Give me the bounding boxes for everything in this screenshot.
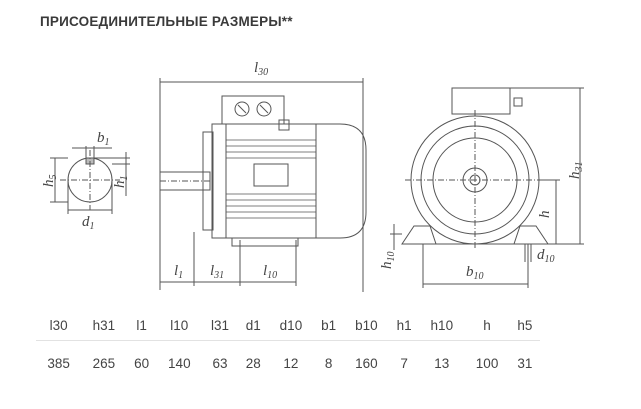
label-l10: l10 — [263, 263, 277, 281]
motor-front-view — [390, 87, 584, 288]
value-cell: 100 — [475, 355, 499, 371]
motor-dimension-drawing: b1 h5 h1 d1 l30 l1 l31 l10 h31 h h10 d10… — [41, 60, 585, 292]
label-h1: h1 — [112, 176, 130, 189]
label-d10: d10 — [537, 247, 555, 265]
header-cell: h5 — [509, 314, 540, 341]
shaft-section — [50, 146, 130, 214]
header-cell: h31 — [81, 314, 127, 341]
header-cell: h10 — [419, 314, 465, 341]
value-cell: 140 — [168, 355, 191, 371]
label-h10: h10 — [379, 252, 397, 270]
value-cell: 8 — [324, 355, 333, 371]
value-cell: 265 — [92, 355, 116, 371]
value-cell: 31 — [517, 355, 533, 371]
label-b1: b1 — [97, 130, 110, 148]
value-cell: 28 — [245, 355, 261, 371]
header-cell: h — [464, 314, 510, 341]
header-cell: h1 — [389, 314, 420, 341]
value-cell: 12 — [283, 355, 299, 371]
label-l31: l31 — [210, 263, 224, 281]
value-cell: 385 — [47, 355, 70, 371]
header-cell: l30 — [36, 314, 82, 341]
header-cell: b1 — [313, 314, 344, 341]
table-row: 385 265 60 140 63 28 12 8 160 7 13 100 3… — [36, 341, 540, 376]
dimensions-table: l30 h31 l1 l10 l31 d1 d10 b1 b10 h1 h10 … — [36, 314, 540, 375]
header-cell: l1 — [126, 314, 157, 341]
value-cell: 60 — [134, 355, 150, 371]
value-cell: 160 — [355, 355, 378, 371]
value-cell: 63 — [212, 355, 228, 371]
label-b10: b10 — [466, 264, 484, 282]
value-cell: 7 — [400, 355, 408, 371]
header-cell: b10 — [343, 314, 389, 341]
motor-side-view — [159, 78, 367, 292]
value-cell: 13 — [434, 355, 450, 371]
page-title: ПРИСОЕДИНИТЕЛЬНЫЕ РАЗМЕРЫ** — [40, 14, 293, 29]
header-cell: l10 — [156, 314, 202, 341]
label-d1: d1 — [82, 214, 95, 232]
label-h5: h5 — [41, 175, 59, 188]
header-cell: d1 — [238, 314, 269, 341]
label-l30: l30 — [254, 60, 268, 78]
label-l1: l1 — [174, 263, 183, 281]
header-cell: d10 — [268, 314, 314, 341]
label-h31: h31 — [567, 162, 585, 180]
label-h: h — [537, 211, 553, 219]
table-header-row: l30 h31 l1 l10 l31 d1 d10 b1 b10 h1 h10 … — [36, 314, 540, 341]
header-cell: l31 — [201, 314, 239, 341]
